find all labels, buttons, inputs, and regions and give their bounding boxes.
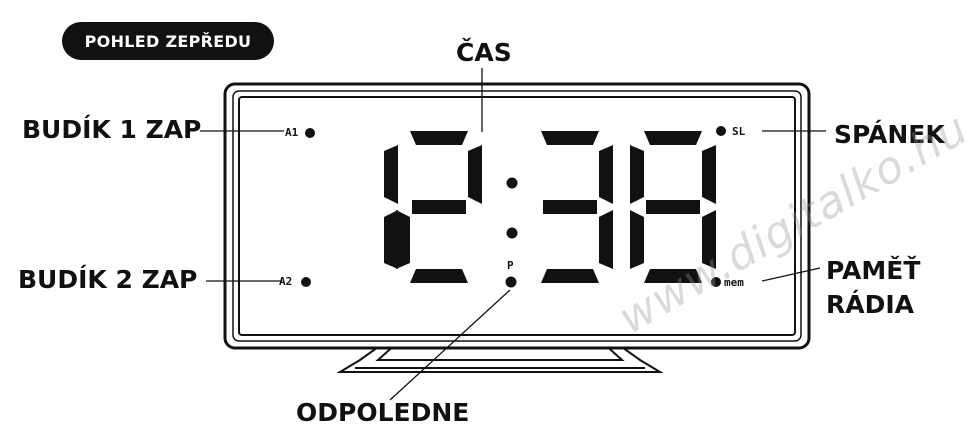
- label-time: ČAS: [456, 38, 512, 67]
- digit-segment-a: [410, 131, 468, 145]
- digit-segment-f: [630, 145, 644, 204]
- clock-case: [223, 82, 811, 350]
- memory-dot: [711, 277, 721, 287]
- label-alarm2: BUDÍK 2 ZAP: [18, 265, 198, 294]
- digit-segment-g: [646, 200, 700, 214]
- label-radio-memory-line1: PAMĚŤ: [826, 256, 921, 285]
- label-alarm1: BUDÍK 1 ZAP: [22, 115, 202, 144]
- label-radio-memory-line2: RÁDIA: [826, 290, 915, 319]
- indicator-dots: [301, 126, 726, 288]
- indicator-p: P: [507, 259, 514, 272]
- view-badge: POHLED ZEPŘEDU: [62, 22, 274, 60]
- digit-segment-d: [410, 269, 468, 283]
- leader-odpoledne: [389, 289, 511, 401]
- digit-segment-g: [543, 200, 597, 214]
- digit-segment-b: [702, 145, 716, 204]
- alarm2-dot: [301, 277, 311, 287]
- label-radio-memory: PAMĚŤ RÁDIA: [826, 254, 920, 322]
- digit-segment-d: [644, 269, 702, 283]
- label-sleep: SPÁNEK: [834, 120, 945, 149]
- digit-segment-g: [412, 200, 466, 214]
- digit-segment-a: [541, 131, 599, 145]
- digit-segment-b: [468, 145, 482, 204]
- pm-dot: [505, 276, 517, 288]
- digit-segment-a: [644, 131, 702, 145]
- digit-segment-b: [384, 145, 398, 204]
- digit-segment-d: [541, 269, 599, 283]
- alarm1-dot: [305, 128, 315, 138]
- digit-3: [541, 131, 613, 283]
- time-display: [384, 131, 716, 283]
- digit-segment-c: [599, 210, 613, 269]
- digit-segment-e: [396, 210, 410, 269]
- digit-segment-c: [702, 210, 716, 269]
- digit-2: [396, 131, 482, 283]
- digit-segment-b: [599, 145, 613, 204]
- digit-4: [630, 131, 716, 283]
- digit-1: [384, 145, 398, 269]
- indicator-mem: mem: [724, 276, 744, 289]
- colon-dot-bottom: [506, 227, 518, 239]
- indicator-a2: A2: [279, 275, 293, 288]
- indicator-a1: A1: [285, 126, 299, 139]
- digit-segment-e: [630, 210, 644, 269]
- leader-pamet: [761, 267, 821, 282]
- leader-lines: [200, 68, 826, 401]
- colon-dot-top: [506, 177, 518, 189]
- indicator-sl: SL: [732, 125, 746, 138]
- sleep-dot: [716, 126, 726, 136]
- digit-segment-c: [384, 210, 398, 269]
- label-pm: ODPOLEDNE: [296, 398, 470, 427]
